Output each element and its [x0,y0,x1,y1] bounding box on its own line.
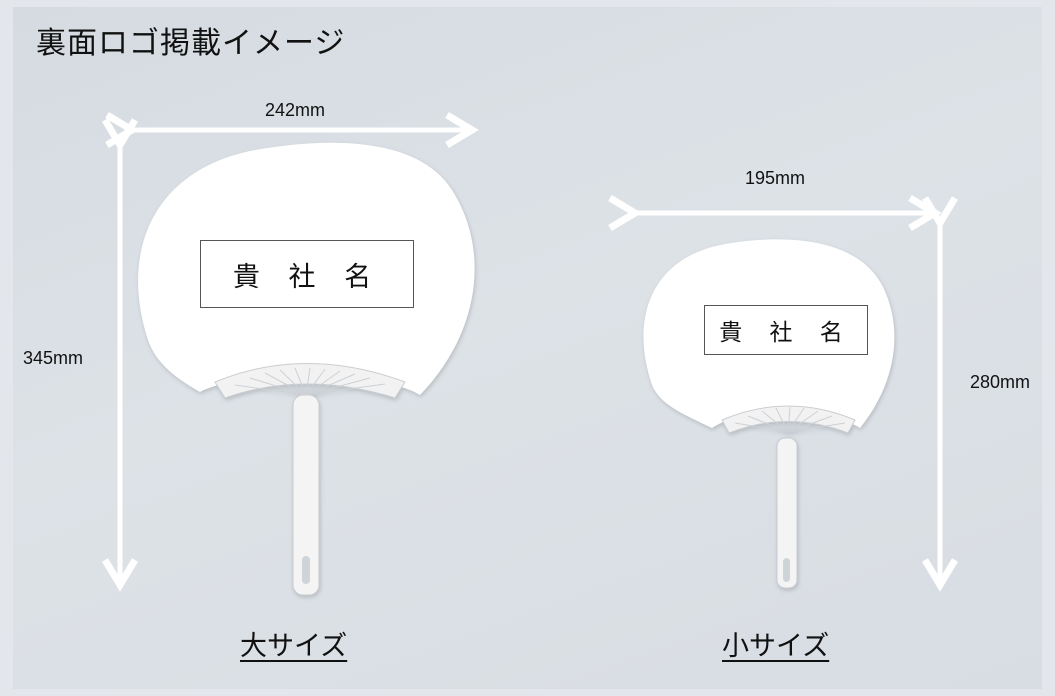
large-width-label: 242mm [265,100,326,120]
small-fan-handle-slot [783,558,790,582]
large-size-label: 大サイズ [240,631,348,662]
large-fan-rib-lines [234,367,386,396]
small-width-label: 195mm [745,168,806,188]
small-fan-rib-lines [734,406,846,433]
large-fan-ribs [214,363,406,399]
small-size-label: 小サイズ [722,631,830,662]
small-fan-handle [776,437,798,589]
dimension-arrows [101,111,959,592]
large-logo-placeholder: 貴 社 名 [200,240,414,308]
small-height-label: 280mm [970,372,1031,392]
large-height-label: 345mm [23,348,84,368]
small-fan [643,239,895,589]
large-fan-handle-slot [302,556,310,584]
large-fan [138,142,475,596]
small-logo-placeholder: 貴 社 名 [704,305,868,355]
page-title: 裏面ロゴ掲載イメージ [36,26,346,61]
